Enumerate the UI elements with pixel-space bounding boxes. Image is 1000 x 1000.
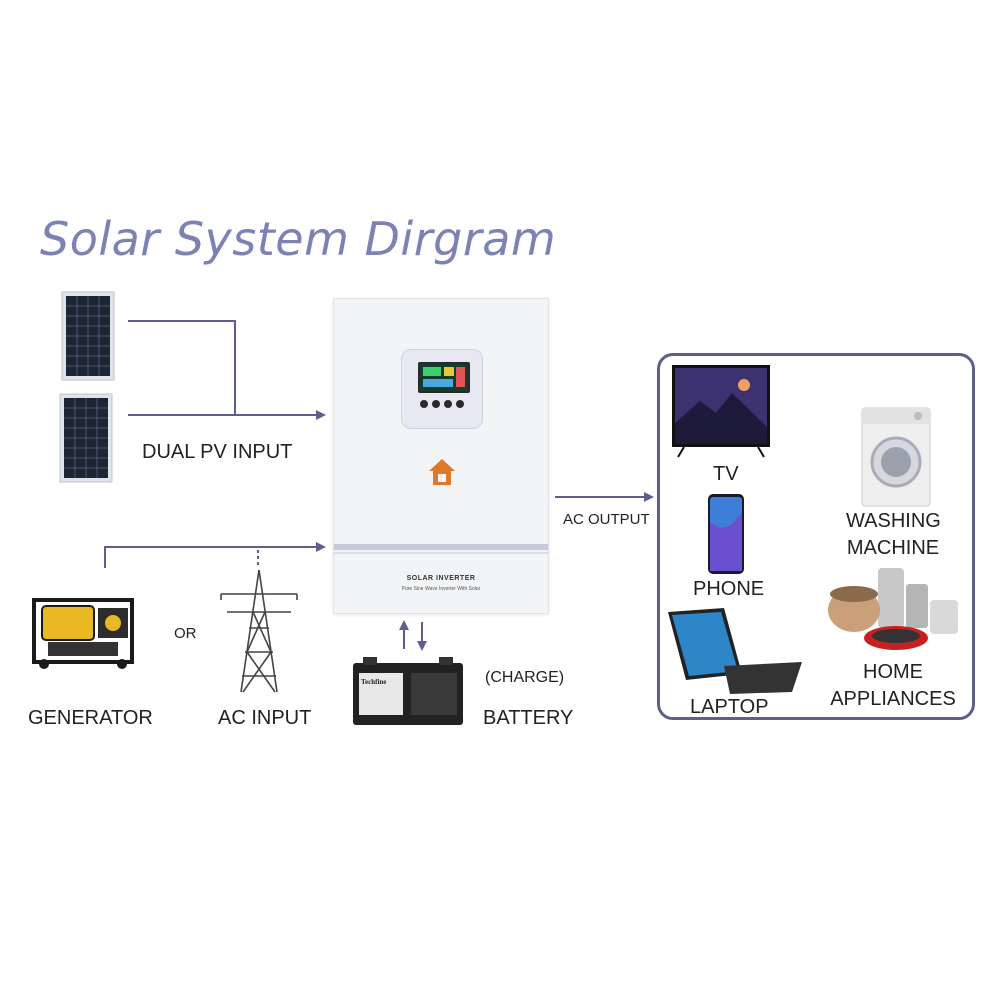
tv-icon xyxy=(672,365,770,458)
laptop-icon xyxy=(668,608,802,694)
inverter-button xyxy=(420,400,428,408)
inverter-band-thin xyxy=(334,552,548,554)
generator-icon xyxy=(32,598,134,669)
or-label: OR xyxy=(174,625,197,642)
power-tower-icon xyxy=(220,569,298,693)
solar-panel-icon xyxy=(59,393,113,483)
inverter-button xyxy=(456,400,464,408)
diagram-title: Solar System Dirgram xyxy=(40,212,557,266)
house-logo-icon xyxy=(429,459,455,485)
tv-label: TV xyxy=(713,463,739,485)
inverter-display xyxy=(418,362,470,393)
washing-machine-label-line1: WASHING xyxy=(846,510,941,532)
inverter-subtitle: Pure Sine Wave Inverter With Solar xyxy=(401,586,481,592)
battery-label: BATTERY xyxy=(483,707,574,729)
home-appliances-icon xyxy=(828,568,958,650)
ac-input-label: AC INPUT xyxy=(218,707,312,729)
inverter-button xyxy=(432,400,440,408)
ac-input-line xyxy=(104,542,326,568)
inverter-band xyxy=(334,544,548,550)
charge-label: (CHARGE) xyxy=(485,669,565,686)
dual-pv-input-label: DUAL PV INPUT xyxy=(142,441,293,463)
home-appliances-label-line1: HOME xyxy=(863,661,923,683)
ac-output-devices-box xyxy=(657,353,975,720)
washing-machine-label-line2: MACHINE xyxy=(846,537,940,559)
phone-icon xyxy=(708,494,744,574)
display-readout-icon xyxy=(423,367,465,387)
battery-icon xyxy=(353,657,463,725)
generator-label: GENERATOR xyxy=(28,707,153,729)
ac-output-label: AC OUTPUT xyxy=(563,511,650,528)
battery-brand: Techfine xyxy=(361,678,387,686)
inverter-button xyxy=(444,400,452,408)
solar-inverter: SOLAR INVERTER Pure Sine Wave Inverter W… xyxy=(333,298,549,614)
pv-line-top xyxy=(128,320,236,415)
inverter-control-panel xyxy=(401,349,483,429)
inverter-name: SOLAR INVERTER xyxy=(406,575,476,582)
phone-label: PHONE xyxy=(693,578,765,600)
washing-machine-icon xyxy=(861,407,931,507)
solar-panel-icon xyxy=(61,291,115,381)
laptop-label: LAPTOP xyxy=(690,696,769,718)
home-appliances-label-line2: APPLIANCES xyxy=(830,688,956,710)
